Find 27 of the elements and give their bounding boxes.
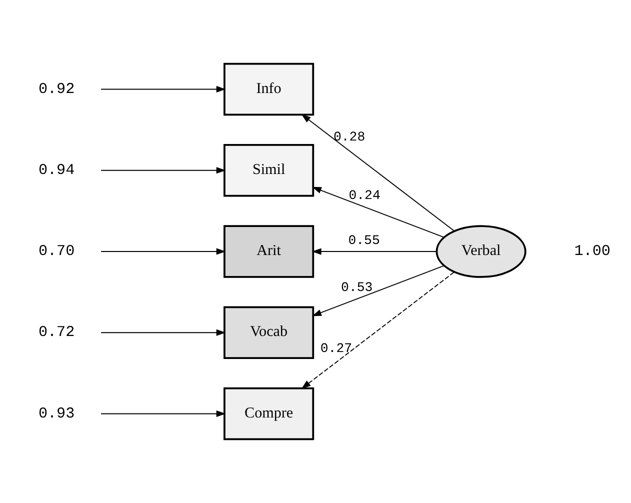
edge-label: 0.27 (320, 341, 352, 356)
node-ellipse: Verbal (436, 225, 526, 278)
node-text: 0.70 (38, 242, 75, 260)
arrow (100, 86, 226, 93)
arrow (301, 271, 455, 389)
arrow (312, 186, 445, 238)
arrow (100, 167, 226, 174)
edge-label: 0.24 (348, 188, 380, 203)
node-box: Compre (224, 387, 314, 440)
arrow (100, 329, 226, 336)
node-box: Info (224, 62, 314, 116)
edge-label: 0.55 (348, 233, 380, 248)
node-label: 1.00 (574, 242, 610, 260)
node-text: 0.72 (38, 323, 75, 342)
node-box: Vocab (224, 306, 314, 360)
arrow (312, 265, 445, 316)
node-box: Simil (224, 144, 314, 197)
node-text: 0.94 (38, 160, 75, 179)
arrow (312, 248, 438, 255)
node-text: 0.92 (38, 80, 75, 98)
arrow (100, 248, 226, 255)
node-text: 0.93 (38, 404, 75, 422)
arrow (301, 114, 455, 232)
edge-label: 0.28 (333, 130, 366, 145)
edge-label: 0.53 (341, 280, 373, 295)
node-box: Arit (224, 225, 314, 278)
arrow (100, 410, 226, 418)
